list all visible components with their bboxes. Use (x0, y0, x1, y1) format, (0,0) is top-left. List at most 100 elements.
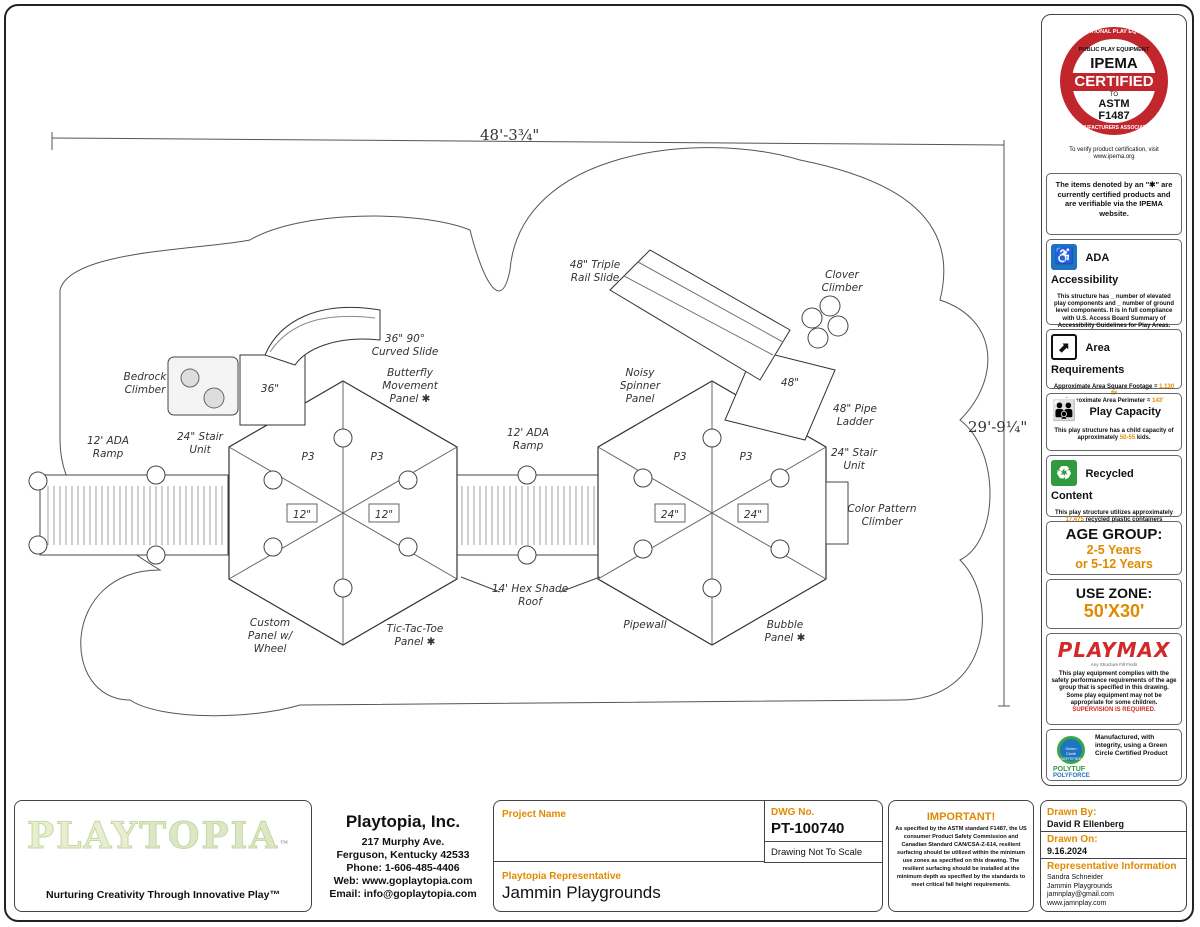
post-tag: P3 (370, 451, 383, 463)
post-tag: P3 (739, 451, 752, 463)
green-circle-text: Manufactured, with integrity, using a Gr… (1095, 734, 1168, 757)
use-zone-section: USE ZONE: 50'X30' (1046, 579, 1182, 629)
use-zone-outline (59, 147, 991, 717)
ada-ramp-middle (456, 465, 600, 565)
deck-height-label: 12" (293, 509, 311, 521)
height-dimension: 29'-9¼" (968, 418, 1027, 436)
label-curved-slide: 36" 90°Curved Slide (372, 333, 439, 358)
dwg-label: DWG No. (771, 807, 815, 818)
rep-info-line: jamnplay@gmail.com (1047, 891, 1115, 898)
polytuf-logo: POLYTUF (1053, 766, 1086, 773)
recycled-pre: This play structure utilizes approximate… (1054, 510, 1174, 516)
post (263, 470, 283, 490)
green-circle-section: Green Circle CERTIFIED Manufactured, wit… (1046, 729, 1182, 781)
label-pipewall: Pipewall (623, 619, 666, 631)
width-dimension: 48'-3¾" (480, 126, 539, 144)
ipema-astm: ASTM (1098, 98, 1130, 110)
drawn-on-value: 9.16.2024 (1047, 846, 1088, 856)
zone-title: USE ZONE: (1075, 585, 1153, 601)
ipema-to: TO (1109, 92, 1119, 98)
drawn-info-block: Drawn By: David R Ellenberg Drawn On: 9.… (1040, 800, 1187, 912)
ipema-section: INTERNATIONAL PLAY EQUIPMENT PUBLIC PLAY… (1046, 19, 1182, 169)
age-line1: 2-5 Years (1086, 543, 1142, 557)
project-name-label: Project Name (502, 809, 566, 820)
rep-info-label: Representative Information (1047, 861, 1177, 872)
logo-block: PLAYTOPIA™ Nurturing Creativity Through … (14, 800, 312, 912)
ada-text: This structure has _ number of elevated … (1053, 294, 1174, 329)
playmax-section: PLAYMAX Any Structure Fill Finds This pl… (1046, 633, 1182, 725)
playmax-text: This play equipment complies with the sa… (1051, 671, 1177, 706)
project-block: Project Name Playtopia Representative Ja… (493, 800, 883, 912)
post (633, 468, 653, 488)
company-city: Ferguson, Kentucky 42533 (336, 849, 470, 861)
ipema-std: F1487 (1098, 110, 1130, 122)
rep-info-lines: Sandra Schneider Jammin Playgrounds jamn… (1047, 874, 1114, 908)
playmax-tag: Any Structure Fill Finds (1090, 662, 1138, 667)
deck-height-label: 48" (781, 377, 799, 389)
playtopia-logo: PLAYTOPIA™ (26, 815, 291, 858)
ipema-ring-bottom: MANUFACTURERS ASSOCIATION (1073, 125, 1155, 131)
dwg-value: PT-100740 (771, 820, 845, 837)
important-title: IMPORTANT! (926, 811, 996, 823)
drawn-on-label: Drawn On: (1047, 834, 1098, 845)
recycle-icon: ♻ (1051, 460, 1077, 486)
scale-note: Drawing Not To Scale (771, 847, 863, 858)
dwg-box: DWG No. PT-100740 Drawing Not To Scale (764, 801, 883, 863)
deck-height-label: 24" (744, 509, 762, 521)
ada-title: ADA Accessibility (1051, 252, 1119, 286)
post (770, 539, 790, 559)
zone-value: 50'X30' (1083, 601, 1145, 621)
post (398, 537, 418, 557)
capacity-value: 50-55 (1119, 435, 1136, 442)
playground-plan-drawing: 48'-3¾" 29'-9¼" 12" 12" 24" 24" (28, 126, 1027, 717)
post (633, 539, 653, 559)
post (702, 578, 722, 598)
deck-height-label: 12" (375, 509, 393, 521)
company-name: Playtopia, Inc. (345, 812, 461, 831)
ipema-verify-text: To verify product certification, visit w… (1069, 147, 1159, 161)
ipema-brand: IPEMA (1090, 55, 1138, 72)
company-email: Email: info@goplaytopia.com (329, 888, 477, 900)
important-block: IMPORTANT! As specified by the ASTM stan… (888, 800, 1034, 912)
company-phone: Phone: 1-606-485-4406 (346, 862, 460, 874)
ipema-seal-icon: INTERNATIONAL PLAY EQUIPMENT PUBLIC PLAY… (1060, 27, 1168, 135)
rep-value: Jammin Playgrounds (502, 883, 661, 902)
deck-height-label: 24" (661, 509, 679, 521)
post (702, 428, 722, 448)
deck-48-with-triple-slide: 48" (609, 249, 849, 441)
post-tag: P3 (301, 451, 314, 463)
ipema-line1: PUBLIC PLAY EQUIPMENT (1078, 47, 1150, 53)
area-title: Area Requirements (1051, 342, 1125, 376)
important-text: As specified by the ASTM standard F1487,… (895, 826, 1027, 888)
recycled-post: recycled plastic containers (1085, 517, 1163, 524)
area-section: ⬈ Area Requirements Approximate Area Squ… (1046, 329, 1182, 404)
hex-deck-left: 12" 12" (228, 380, 458, 646)
rep-label: Playtopia Representative (502, 871, 621, 882)
company-web: Web: www.goplaytopia.com (333, 875, 473, 887)
area-sqft: 1,130 ft² (1111, 384, 1175, 398)
polyforce-logo: POLYFORCE (1053, 773, 1090, 779)
drawn-by-value: David R Ellenberg (1047, 819, 1125, 829)
clover-climber (801, 295, 849, 349)
post (333, 578, 353, 598)
area-perim: 143' (1152, 398, 1164, 405)
post (398, 470, 418, 490)
company-address: 217 Murphy Ave. (361, 836, 445, 848)
post-tag: P3 (673, 451, 686, 463)
rep-info-line: www.jamnplay.com (1047, 899, 1107, 907)
area-sqft-label: Approximate Area Square Footage = (1053, 384, 1158, 390)
ada-section: ♿ ADA Accessibility This structure has _… (1046, 239, 1182, 329)
post (263, 537, 283, 557)
certified-items-note: The items denoted by an "✱" are currentl… (1046, 173, 1182, 235)
company-info: Playtopia, Inc. 217 Murphy Ave. Ferguson… (318, 812, 488, 901)
